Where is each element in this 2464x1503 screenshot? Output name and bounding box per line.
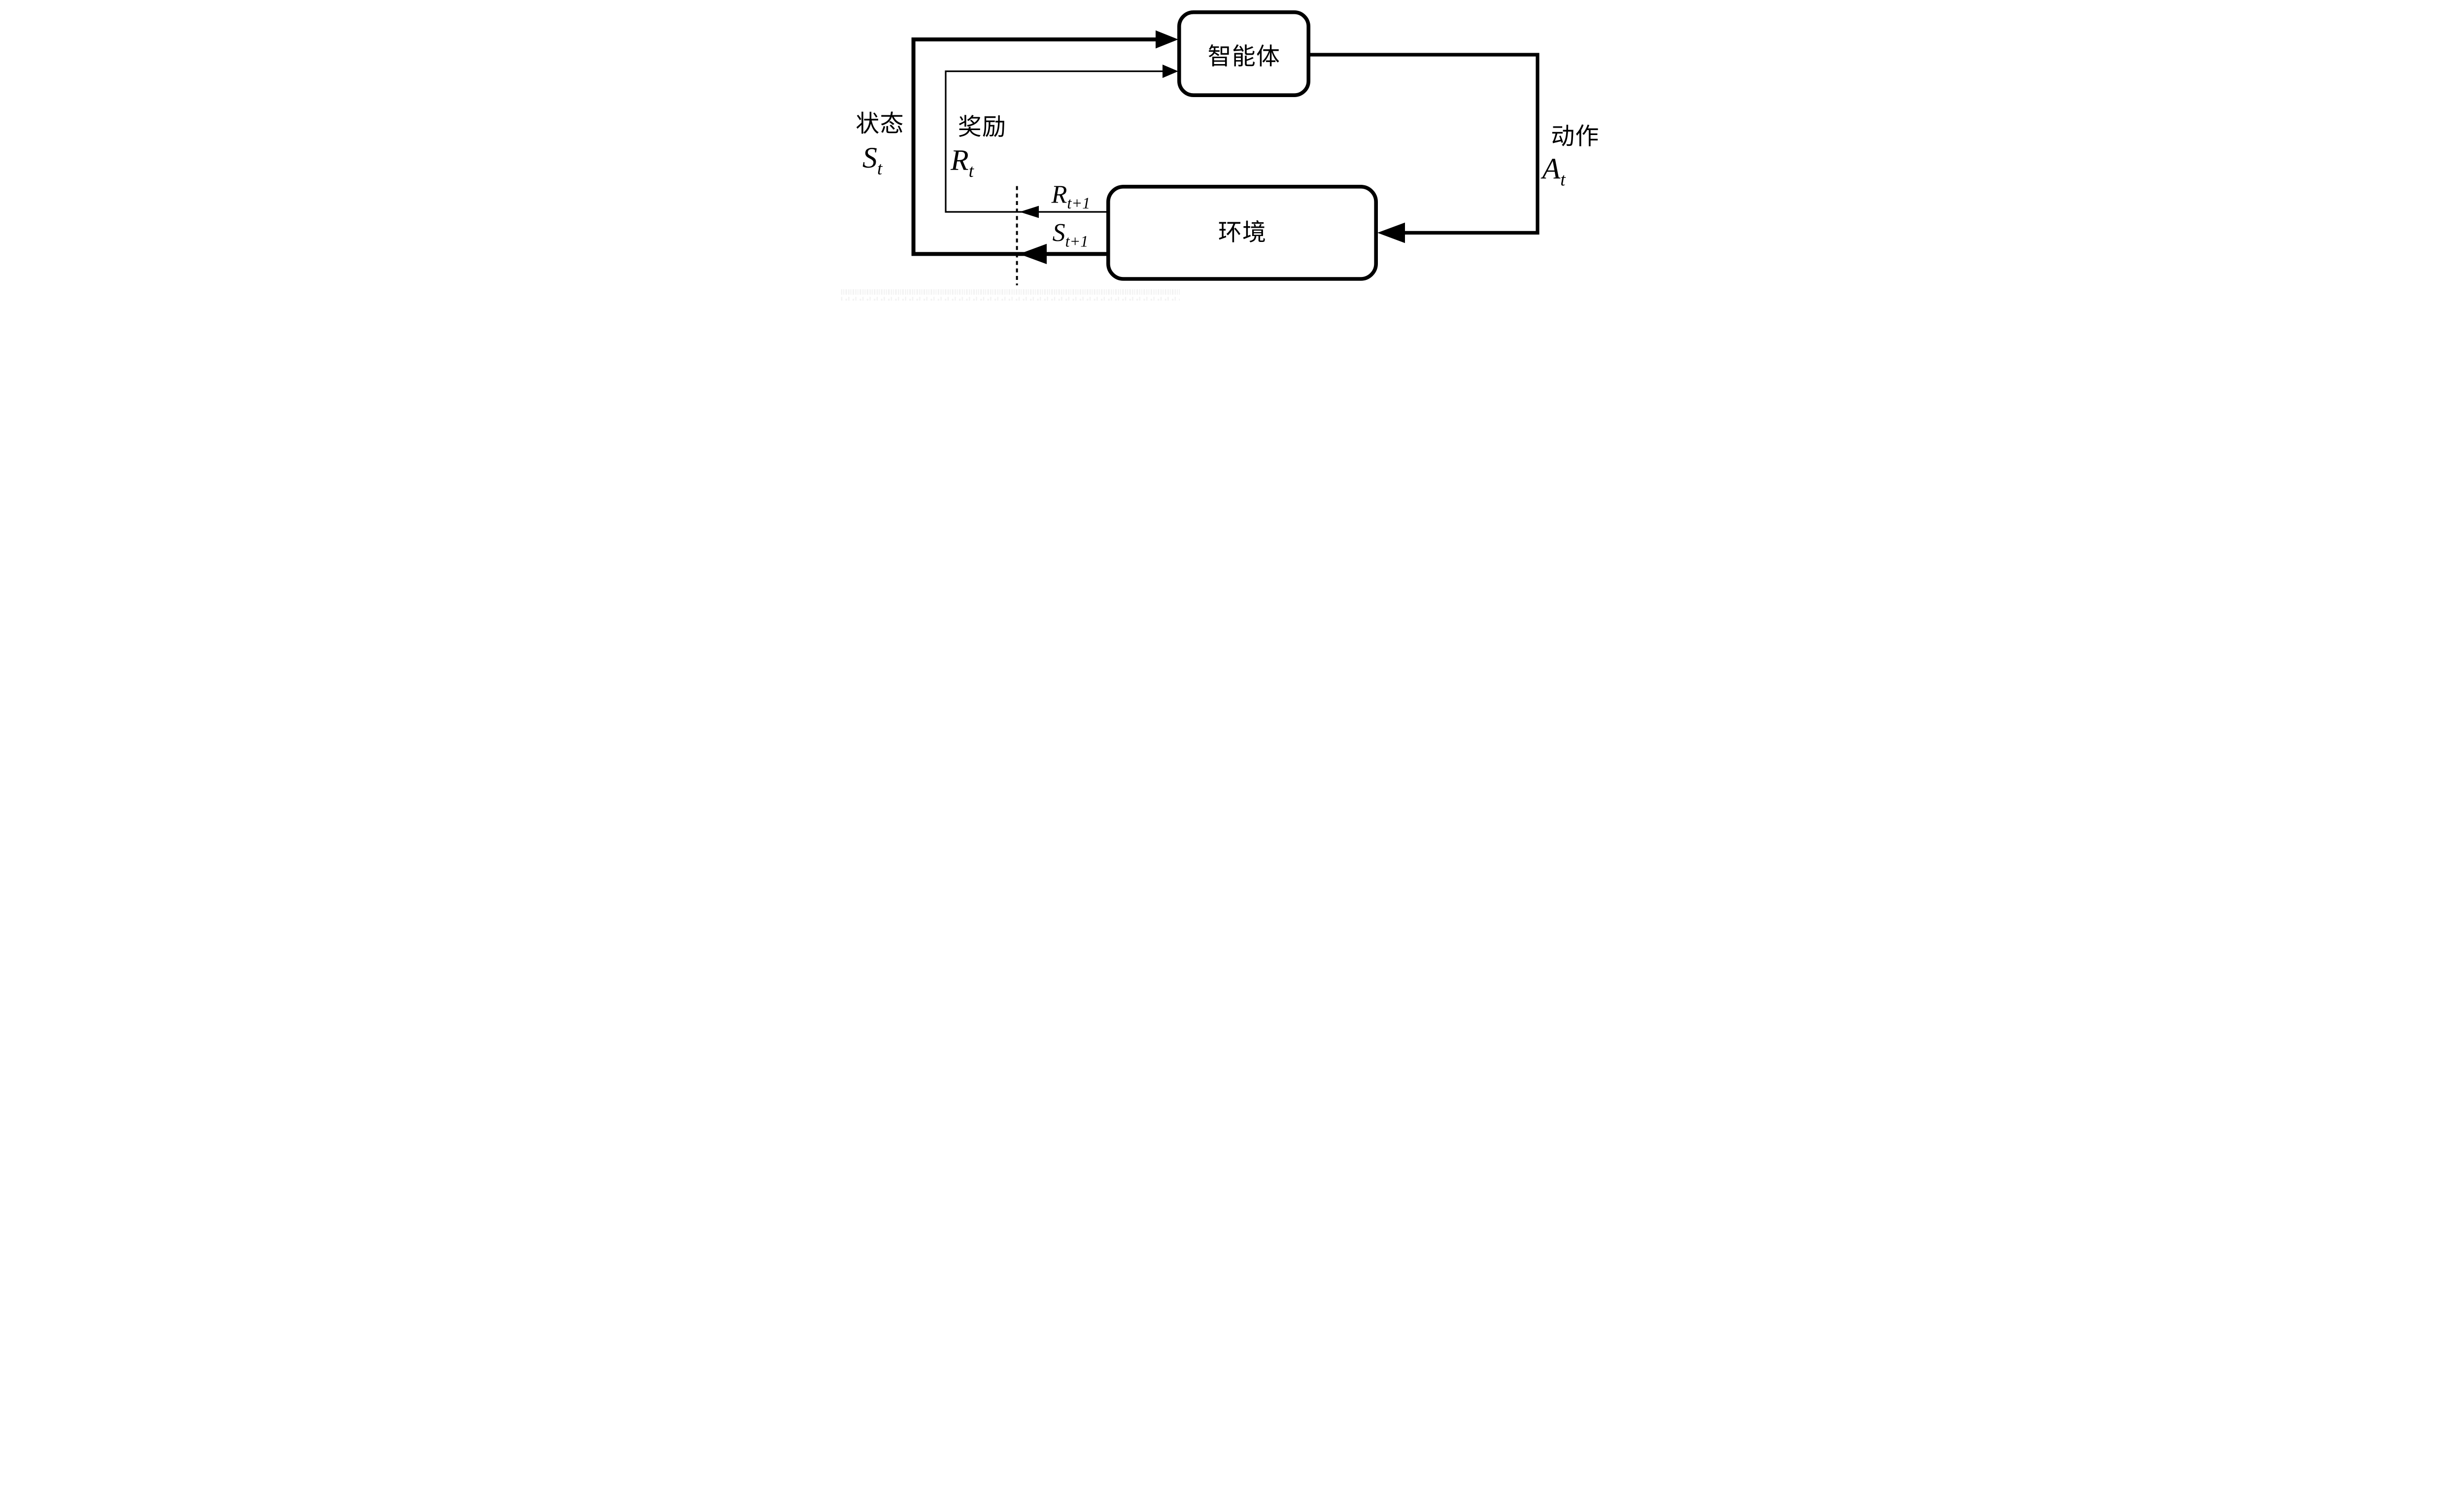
environment-box [1106, 185, 1378, 281]
reward-loop [945, 65, 1178, 218]
action-symbol-subscript: t [1560, 170, 1566, 190]
next-reward-symbol: Rt+1 [1051, 181, 1091, 212]
truncated-caption-fragment [841, 289, 1180, 301]
state-symbol: St [862, 141, 883, 179]
next-state-arrowhead-icon [1019, 243, 1047, 264]
state-arrowhead-into-agent-icon [1156, 30, 1178, 49]
environment-label: 环境 [1218, 220, 1266, 246]
action-loop-line [1310, 53, 1540, 235]
next-reward-arrowhead-icon [1020, 205, 1039, 218]
agent-label: 智能体 [1208, 43, 1281, 69]
next-state-symbol: St+1 [1053, 219, 1089, 250]
reward-arrowhead-into-agent-icon [1163, 65, 1178, 78]
action-symbol-main: A [1540, 152, 1561, 185]
action-symbol: At [1540, 152, 1567, 190]
state-symbol-subscript: t [877, 159, 883, 179]
state-loop-line [911, 37, 1158, 256]
next-reward-symbol-main: R [1051, 181, 1067, 209]
next-state-symbol-subscript: t+1 [1065, 233, 1089, 250]
reward-caption: 奖励 [958, 114, 1006, 140]
diagram-canvas: 智能体 环境 状态 St 奖励 Rt 动作 At Rt+1 St+1 [838, 0, 1626, 301]
action-caption: 动作 [1551, 123, 1599, 149]
state-symbol-main: S [862, 141, 877, 174]
agent-box [1177, 10, 1310, 97]
action-arrowhead-into-environment-icon [1377, 222, 1405, 243]
state-caption: 状态 [856, 111, 904, 137]
reward-symbol-subscript: t [969, 161, 975, 181]
action-loop [1310, 53, 1540, 243]
reward-symbol-main: R [950, 144, 969, 176]
next-reward-symbol-subscript: t+1 [1067, 194, 1090, 212]
reward-symbol: Rt [950, 144, 975, 181]
rl-interaction-diagram: 智能体 环境 状态 St 奖励 Rt 动作 At Rt+1 St+1 [838, 0, 1626, 301]
next-state-symbol-main: S [1053, 219, 1065, 247]
state-loop [911, 30, 1178, 264]
